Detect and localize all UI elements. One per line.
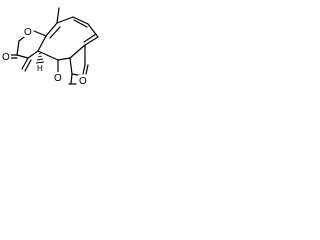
bond <box>33 30 47 37</box>
bond-skeleton <box>10 7 99 85</box>
molecule-structure: O O O O H <box>1 7 99 87</box>
carbonyl-oxygen-label-left: O <box>2 52 10 63</box>
bond <box>45 22 58 37</box>
bond <box>87 23 99 38</box>
bond <box>85 64 89 75</box>
ring-oxygen-label: O <box>24 27 32 38</box>
bond <box>72 16 89 25</box>
stereo-hydrogen-label: H <box>37 64 43 73</box>
bond <box>16 40 20 56</box>
bond <box>37 50 59 61</box>
bond <box>83 33 97 43</box>
bond <box>69 44 86 59</box>
bond <box>24 59 32 72</box>
bond <box>49 26 61 39</box>
bond <box>16 54 29 59</box>
bond <box>27 50 39 59</box>
hashed-wedge-bond <box>35 52 45 64</box>
bridge-oxygen-label: O <box>54 73 62 84</box>
carbonyl-oxygen-label-right: O <box>79 76 87 87</box>
bond <box>21 57 29 70</box>
bond <box>69 57 73 75</box>
bond <box>82 64 86 75</box>
bond <box>56 16 74 24</box>
bond <box>56 7 60 24</box>
bond <box>37 35 47 52</box>
bond <box>84 36 99 46</box>
bond <box>57 57 71 61</box>
bond <box>70 73 73 84</box>
bond <box>73 19 88 28</box>
